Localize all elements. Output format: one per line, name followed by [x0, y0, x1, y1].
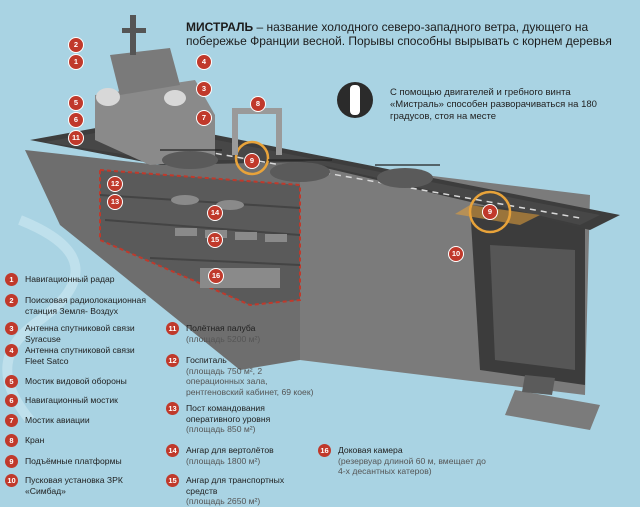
marker-9b: 9: [482, 204, 498, 220]
rotation-note: С помощью двигателей и гребного винта «М…: [390, 87, 597, 122]
headline-text: – название холодного северо-западного ве…: [186, 20, 612, 48]
marker-11: 11: [68, 130, 84, 146]
marker-12: 12: [107, 176, 123, 192]
landing-craft: [505, 390, 600, 430]
marker-4: 4: [196, 54, 212, 70]
marker-7: 7: [196, 110, 212, 126]
landing-pad: [234, 140, 270, 176]
marker-15: 15: [207, 232, 223, 248]
marker-9: 9: [244, 153, 260, 169]
helicopter: [162, 151, 433, 188]
marker-1: 1: [68, 54, 84, 70]
marker-13: 13: [107, 194, 123, 210]
marker-8: 8: [250, 96, 266, 112]
marker-5: 5: [68, 95, 84, 111]
headline-title: МИСТРАЛЬ: [186, 20, 254, 34]
marker-6: 6: [68, 112, 84, 128]
headline: МИСТРАЛЬ – название холодного северо-зап…: [186, 20, 626, 48]
crane: [232, 110, 238, 155]
marker-14: 14: [207, 205, 223, 221]
marker-16: 16: [208, 268, 224, 284]
marker-2: 2: [68, 37, 84, 53]
marker-10: 10: [448, 246, 464, 262]
marker-3: 3: [196, 81, 212, 97]
